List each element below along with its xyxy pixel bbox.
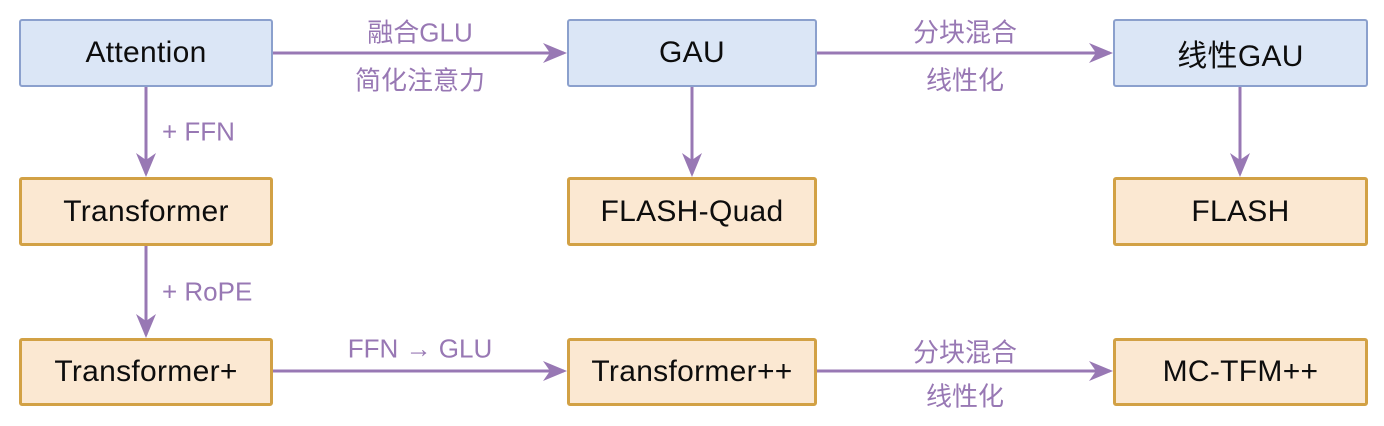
node-attention: Attention — [19, 19, 273, 87]
node-mc-tfm-plus-plus: MC-TFM++ — [1113, 338, 1368, 406]
node-gau: GAU — [567, 19, 817, 87]
edge-label-block-mix-top: 分块混合 — [912, 17, 1018, 48]
edge-label-simplify-attention: 简化注意力 — [354, 65, 486, 96]
node-transformer-plus-plus: Transformer++ — [567, 338, 817, 406]
node-flash: FLASH — [1113, 177, 1368, 246]
node-transformer-plus: Transformer+ — [19, 338, 273, 406]
edge-label-plus-rope: + RoPE — [162, 276, 253, 307]
node-flash-quad: FLASH-Quad — [567, 177, 817, 246]
node-transformer: Transformer — [19, 177, 273, 246]
edge-label-linearize-bottom: 线性化 — [925, 381, 1005, 412]
edge-label-fuse-glu: 融合GLU — [367, 17, 473, 48]
edge-label-plus-ffn: + FFN — [162, 116, 235, 147]
edge-label-linearize-top: 线性化 — [925, 65, 1005, 96]
edge-label-block-mix-bottom: 分块混合 — [912, 337, 1018, 368]
edge-label-ffn-to-glu: FFN → GLU — [347, 333, 493, 364]
node-linear-gau: 线性GAU — [1113, 19, 1368, 87]
